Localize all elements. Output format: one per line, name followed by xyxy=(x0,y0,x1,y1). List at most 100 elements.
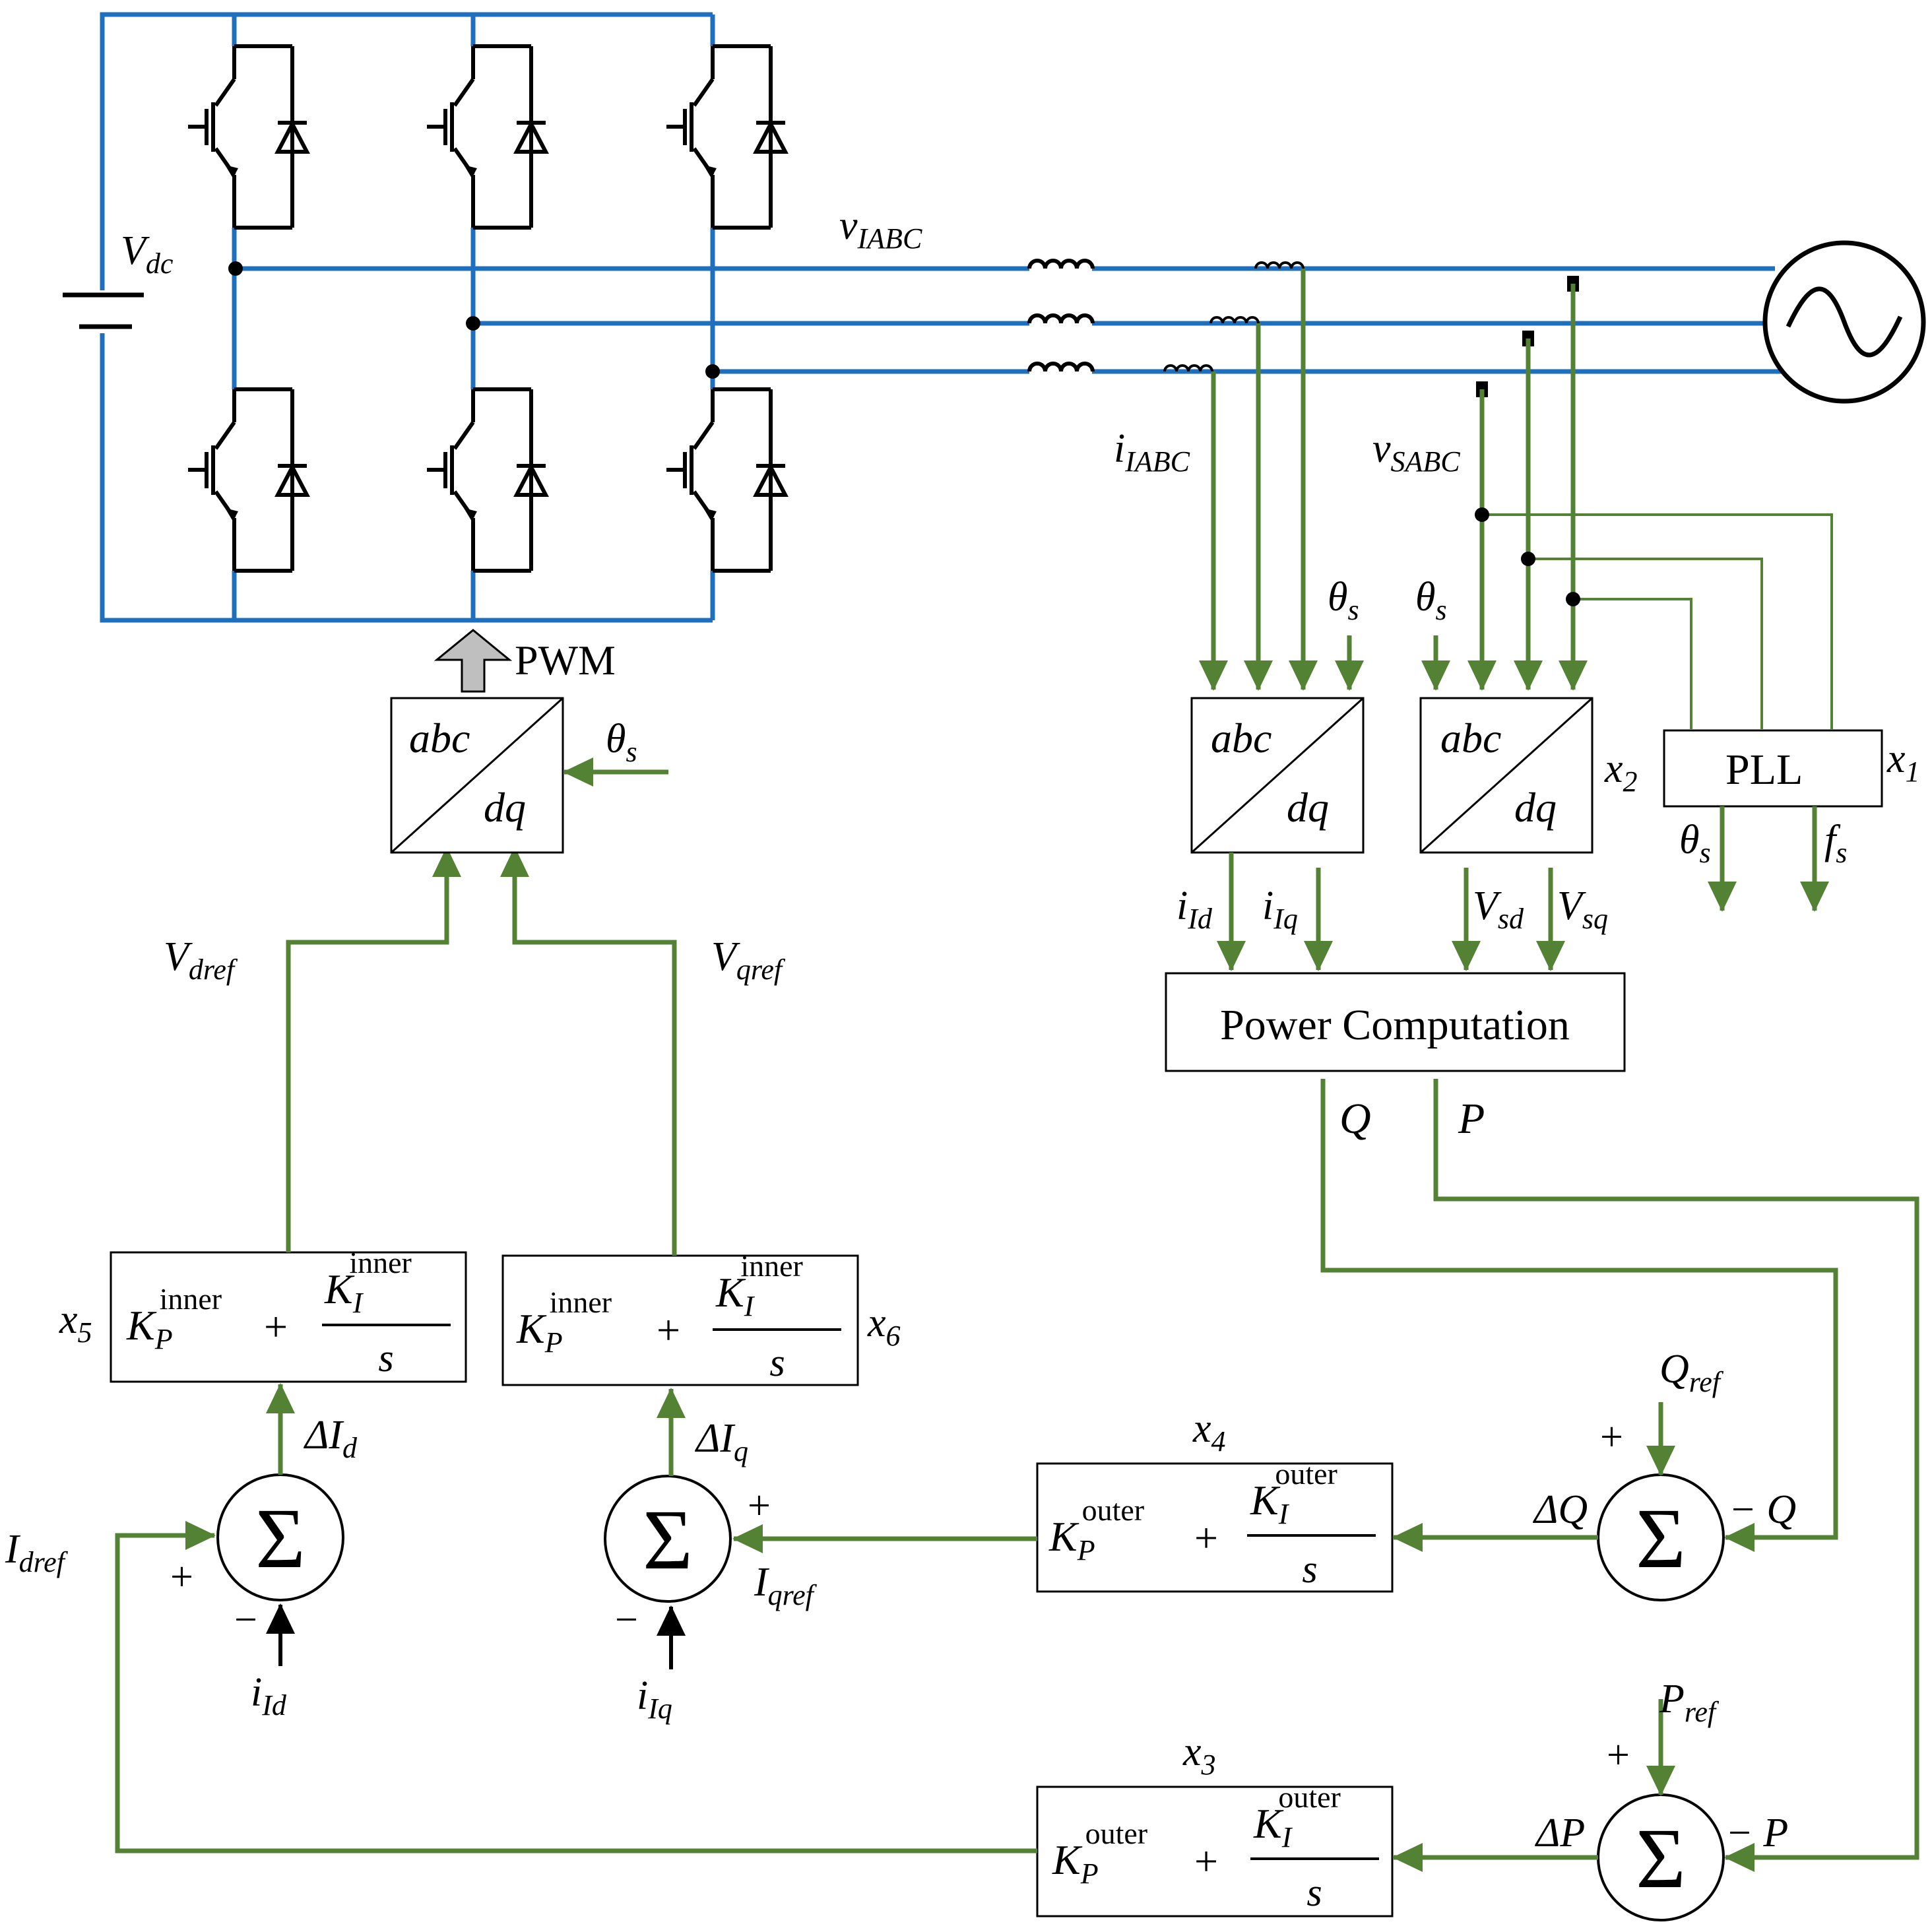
filter-inductors xyxy=(1029,261,1093,371)
q-feedback-line xyxy=(1320,1079,1838,1552)
q-summing-junction: Σ xyxy=(1597,1473,1725,1601)
pll-block: PLL xyxy=(1663,729,1883,808)
svg-text:abc: abc xyxy=(409,715,470,761)
x4-state-label: x4 xyxy=(1192,1406,1226,1458)
v-sd-label: Vsd xyxy=(1473,884,1524,935)
x3-state-label: x3 xyxy=(1182,1729,1216,1781)
abc-dq-transform-voltage: abc dq xyxy=(1419,697,1594,854)
current-sensors xyxy=(1163,261,1304,373)
igbt-switch-4 xyxy=(188,389,307,571)
pll-theta-output-label: θs xyxy=(1679,818,1711,869)
inner-d-controller-block: KPinner + KIinner s xyxy=(110,1246,467,1383)
current-measurement-lines xyxy=(1199,269,1364,691)
p-plus-sign: + xyxy=(1607,1733,1630,1778)
id-summing-junction: Σ xyxy=(216,1473,344,1601)
svg-text:KPinner: KPinner xyxy=(126,1282,222,1355)
theta-s-label-modulator: θs xyxy=(606,717,637,768)
p-summing-junction: Σ xyxy=(1597,1793,1725,1921)
i-iq-label-bottom: iIq xyxy=(637,1673,672,1725)
svg-text:PLL: PLL xyxy=(1725,746,1803,794)
vdc-label: Vdc xyxy=(121,228,174,280)
id-minus-sign: − xyxy=(234,1597,257,1642)
svg-text:KPouter: KPouter xyxy=(1048,1493,1144,1566)
i-qref-label: Iqref xyxy=(754,1560,818,1611)
svg-text:dq: dq xyxy=(1514,784,1557,831)
id-plus-sign: + xyxy=(170,1555,193,1599)
svg-text:s: s xyxy=(1306,1871,1322,1914)
iq-minus-sign: − xyxy=(615,1597,638,1642)
v-iabc-label: vIABC xyxy=(839,203,922,255)
phase-lines xyxy=(228,261,1782,379)
theta-s-label-current: θs xyxy=(1328,575,1359,626)
svg-text:Σ: Σ xyxy=(1636,1811,1686,1906)
theta-s-label-voltage: θs xyxy=(1415,575,1447,626)
p-feedback-line xyxy=(1433,1079,1919,1872)
i-iq-label-top: iIq xyxy=(1262,884,1298,935)
iq-plus-sign: + xyxy=(748,1483,771,1528)
igbt-switch-1 xyxy=(188,46,307,228)
pwm-label: PWM xyxy=(515,637,616,684)
q-plus-sign: + xyxy=(1600,1415,1623,1460)
svg-text:abc: abc xyxy=(1211,715,1272,761)
svg-text:+: + xyxy=(264,1303,288,1350)
igbt-switch-5 xyxy=(427,389,546,571)
v-qref-label: Vqref xyxy=(711,934,786,986)
i-dref-line xyxy=(115,1521,1037,1853)
i-id-label-bottom: iId xyxy=(251,1670,287,1722)
voltage-measurement-lines xyxy=(1421,276,1833,729)
inverter-switches xyxy=(188,46,785,571)
pwm-arrow-icon xyxy=(434,629,513,693)
svg-text:KIouter: KIouter xyxy=(1253,1780,1341,1853)
svg-text:Σ: Σ xyxy=(643,1493,693,1588)
abc-dq-transform-modulator: abc dq xyxy=(390,697,564,854)
dc-source-battery-icon xyxy=(63,292,144,329)
svg-text:dq: dq xyxy=(1287,784,1329,831)
delta-iq-label: ΔIq xyxy=(694,1416,748,1467)
inner-q-controller-block: KPinner + KIinner s xyxy=(501,1249,859,1386)
svg-text:KIouter: KIouter xyxy=(1250,1457,1337,1530)
i-id-label-top: iId xyxy=(1176,884,1213,935)
ac-grid-source-icon xyxy=(1762,240,1926,404)
svg-text:Power Computation: Power Computation xyxy=(1220,1001,1570,1049)
svg-text:Σ: Σ xyxy=(255,1491,306,1586)
svg-text:s: s xyxy=(769,1341,785,1384)
x1-state-label: x1 xyxy=(1886,736,1920,788)
svg-text:KPinner: KPinner xyxy=(516,1285,612,1359)
outer-q-controller-block: KPouter + KIouter s xyxy=(1036,1457,1394,1593)
svg-text:s: s xyxy=(378,1336,393,1380)
power-computation-block: Power Computation xyxy=(1165,972,1626,1072)
svg-text:+: + xyxy=(1194,1514,1218,1561)
igbt-switch-2 xyxy=(427,46,546,228)
pll-frequency-output-label: fs xyxy=(1824,818,1847,869)
svg-text:dq: dq xyxy=(484,784,526,831)
x2-state-label: x2 xyxy=(1604,746,1638,798)
x6-state-label: x6 xyxy=(867,1301,901,1352)
minus-p-label: − P xyxy=(1725,1811,1788,1855)
svg-text:KPouter: KPouter xyxy=(1052,1817,1147,1890)
iq-summing-junction: Σ xyxy=(604,1475,732,1603)
svg-text:s: s xyxy=(1302,1547,1317,1591)
v-sq-label: Vsq xyxy=(1557,884,1608,935)
v-dref-line xyxy=(286,847,461,1252)
dc-bus xyxy=(100,12,715,623)
p-output-label: P xyxy=(1458,1095,1485,1143)
delta-q-label: ΔQ xyxy=(1532,1487,1588,1532)
q-ref-label: Qref xyxy=(1659,1347,1724,1398)
igbt-switch-3 xyxy=(666,46,785,228)
v-sabc-label: vSABC xyxy=(1372,426,1460,478)
q-output-label: Q xyxy=(1339,1095,1371,1143)
i-iabc-label: iIABC xyxy=(1114,426,1190,478)
igbt-switch-6 xyxy=(666,389,785,571)
outer-p-controller-block: KPouter + KIouter s xyxy=(1036,1780,1394,1917)
i-dref-label: Idref xyxy=(5,1527,69,1578)
dq-output-lines xyxy=(1217,853,1565,971)
delta-p-label: ΔP xyxy=(1534,1811,1585,1855)
abc-dq-transform-current: abc dq xyxy=(1190,697,1365,854)
delta-id-label: ΔId xyxy=(303,1413,358,1464)
v-qref-line xyxy=(500,847,677,1256)
svg-text:abc: abc xyxy=(1440,715,1501,761)
svg-text:KIinner: KIinner xyxy=(715,1249,803,1322)
svg-text:KIinner: KIinner xyxy=(324,1246,412,1319)
v-dref-label: Vdref xyxy=(164,934,238,986)
